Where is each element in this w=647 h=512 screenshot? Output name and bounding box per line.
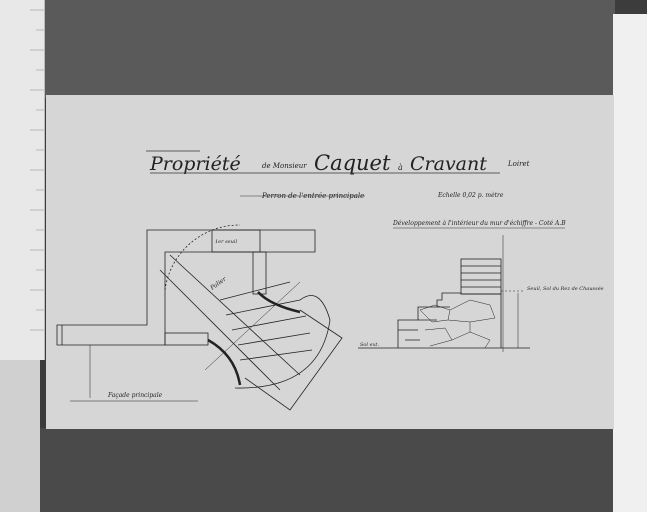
scan-margin (0, 360, 40, 512)
ground-floor-label: Seuil, Sol du Rez de Chaussée (527, 285, 604, 292)
title-block: Propriété de Monsieur Caquet à Cravant L… (146, 150, 566, 229)
title-small-2: à (398, 163, 403, 172)
facade-label: Façade principale (107, 392, 163, 399)
title-small-1: de Monsieur (262, 162, 307, 170)
title-place: Cravant (410, 153, 487, 175)
title-owner: Caquet (314, 151, 391, 175)
drawing-sheet (46, 95, 614, 429)
scan-margin-right (613, 14, 647, 512)
title-prefix: Propriété (149, 153, 241, 175)
perron-plan (56, 224, 343, 411)
scan-background-top (40, 0, 615, 98)
elevation-title: Développement à l'intérieur du mur d'éch… (392, 220, 566, 227)
landing-label: Palier (208, 275, 228, 292)
scan-background-bottom (40, 428, 615, 512)
first-step-label: 1er seuil (215, 239, 237, 245)
scale-text: Echelle 0,02 p. mètre (437, 192, 504, 199)
ruler-ticks (30, 9, 44, 331)
exterior-label: Sol ext. (360, 342, 379, 348)
stair-elevation (358, 235, 530, 352)
measuring-ruler (0, 0, 45, 360)
title-region: Loiret (507, 160, 530, 168)
